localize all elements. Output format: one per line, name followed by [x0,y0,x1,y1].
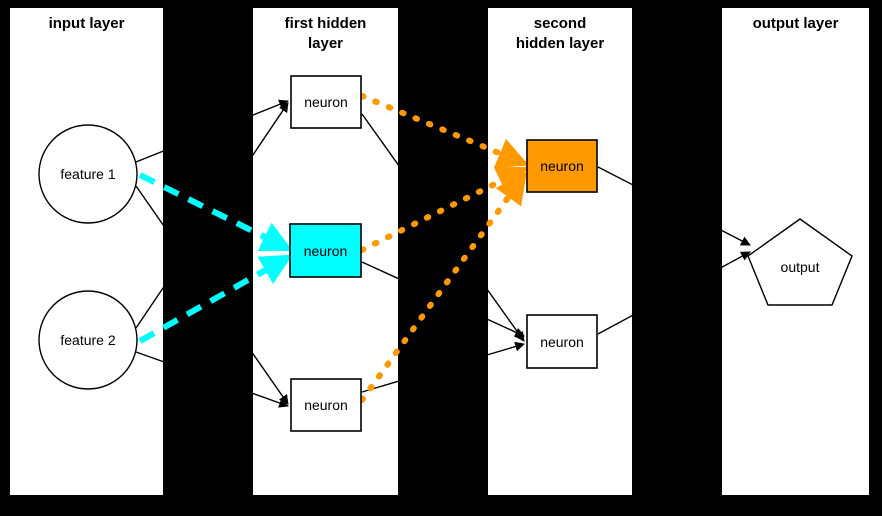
gap-mask-bottom [0,495,882,516]
gap-mask-3 [632,0,722,516]
panel-title-output-layer: output layer [752,15,839,32]
panel-first-hidden-layer [253,8,398,495]
gap-mask-1 [163,0,253,516]
panel-second-hidden-layer [488,8,632,495]
panel-input-layer [10,8,163,495]
gap-mask-2 [398,0,488,516]
gap-mask-top [0,0,882,8]
panel-title-first-hidden-layer: first hidden layer [284,15,367,52]
panel-title-second-hidden-layer: second hidden layer [515,15,605,52]
panel-output-layer [722,8,869,495]
gap-mask-right [869,0,882,516]
gap-mask-left [0,0,10,516]
panel-title-input-layer: input layer [48,15,125,32]
